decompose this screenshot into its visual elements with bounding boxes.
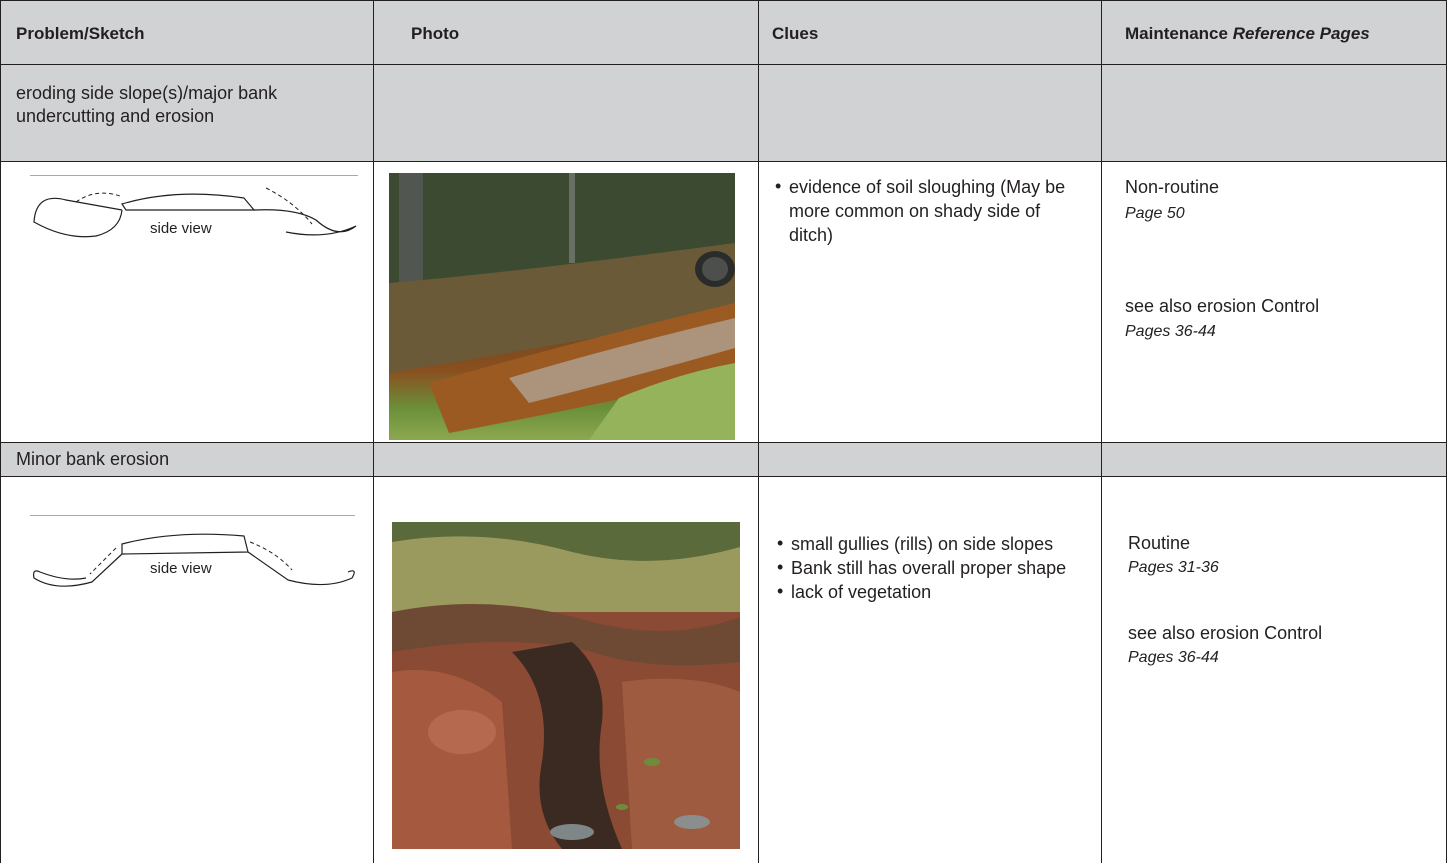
header-maintenance-reference: Maintenance Reference Pages [1125,24,1370,43]
row2-clue-item: lack of vegetation [777,579,1077,604]
row1-maintenance-type: Non-routine [1125,177,1220,197]
row2-see-also: see also erosion Control [1128,623,1323,643]
row2-title-band [0,443,1447,476]
row2-page-ref: Pages 31-36 [1128,559,1219,576]
header-photo: Photo [411,24,460,43]
row2-problem-title: Minor bank erosion [16,449,170,469]
row2-clues: small gullies (rills) on side slopes Ban… [777,531,1077,604]
header-clues: Clues [772,24,819,43]
photo-minor-bank-erosion [392,522,740,849]
side-view-sketch-1 [33,187,357,238]
row1-clues: evidence of soil sloughing (May be more … [775,174,1075,247]
side-view-sketch-2 [33,533,355,587]
row1-title-band [0,65,1447,161]
row2-maintenance-type: Routine [1128,533,1191,553]
row1-sketch-label: side view [150,220,212,237]
header-problem-sketch: Problem/Sketch [16,24,145,43]
row2-clue-item: small gullies (rills) on side slopes [777,531,1077,556]
row1-page-ref: Page 50 [1125,205,1185,222]
row1-clue-item: evidence of soil sloughing (May be more … [775,174,1075,247]
row2-see-also-pages: Pages 36-44 [1128,649,1219,666]
header-band [0,0,1447,64]
row2-clue-item: Bank still has overall proper shape [777,555,1077,580]
sketch-rule [30,515,355,516]
row1-see-also: see also erosion Control [1125,296,1320,316]
photo-major-bank-erosion [389,173,735,440]
row1-problem-title: eroding side slope(s)/major bank undercu… [16,83,278,126]
row1-see-also-pages: Pages 36-44 [1125,323,1216,340]
row2-sketch-label: side view [150,560,212,577]
sketch-rule [30,175,358,176]
